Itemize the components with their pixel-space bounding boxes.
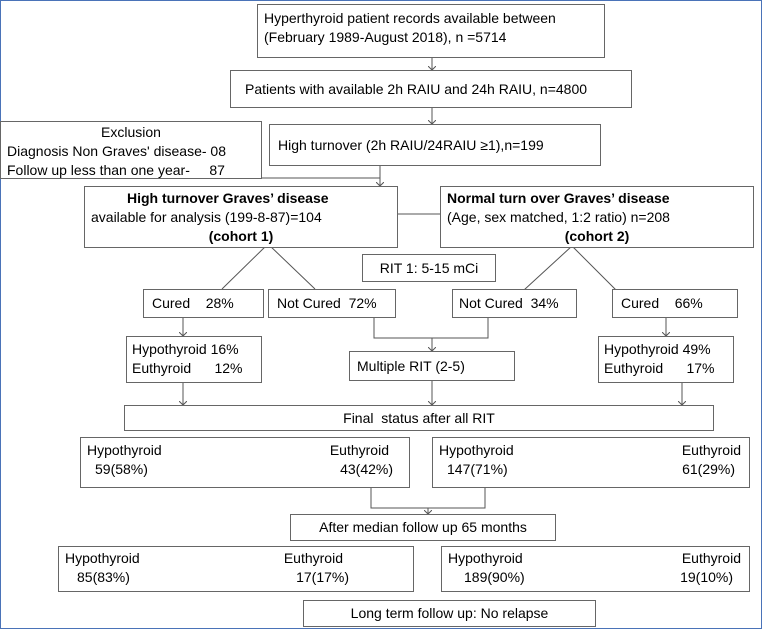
c2-longterm-eu-label: Euthyroid	[681, 550, 741, 566]
raiu-box: Patients with available 2h RAIU and 24h …	[230, 70, 632, 108]
c1-longterm-hypo-label: Hypothyroid	[65, 550, 140, 566]
multiple-rit-box: Multiple RIT (2-5)	[349, 351, 515, 381]
c1-hypothyroid-percent: Hypothyroid 16%	[132, 341, 239, 357]
c1-not-cured-text: Not Cured 72%	[277, 295, 377, 311]
exclusion-line-1: Diagnosis Non Graves' disease- 08	[7, 143, 227, 159]
c1-final-hypo-label: Hypothyroid	[87, 442, 162, 458]
cohort1-label: (cohort 1)	[208, 228, 274, 244]
c2-final-box: Hypothyroid Euthyroid 147(71%) 61(29%)	[432, 437, 750, 488]
multiple-rit-text: Multiple RIT (2-5)	[357, 358, 465, 374]
cohort1-box: High turnover Graves’ disease available …	[84, 186, 398, 248]
c2-longterm-box: Hypothyroid Euthyroid 189(90%) 19(10%)	[441, 546, 750, 592]
c2-final-eu-label: Euthyroid	[681, 442, 741, 458]
lines-cohort2-split	[523, 245, 617, 291]
c2-not-cured-box: Not Cured 34%	[452, 289, 577, 318]
c2-cured-text: Cured 66%	[621, 295, 703, 311]
c1-not-cured-box: Not Cured 72%	[268, 289, 396, 318]
bracket-final	[370, 488, 486, 509]
c1-longterm-eu-value: 17(17%)	[296, 569, 349, 585]
c1-longterm-eu-label: Euthyroid	[283, 550, 343, 566]
c1-final-hypo-value: 59(58%)	[95, 461, 148, 477]
records-line-2: (February 1989-August 2018), n =5714	[264, 29, 507, 45]
c2-final-hypo-label: Hypothyroid	[439, 442, 514, 458]
no-relapse-box: Long term follow up: No relapse	[303, 600, 596, 627]
c1-euthyroid-percent: Euthyroid 12%	[132, 360, 243, 376]
c1-longterm-hypo-value: 85(83%)	[77, 569, 130, 585]
c2-final-hypo-value: 147(71%)	[447, 461, 508, 477]
high-turnover-box: High turnover (2h RAIU/24RAIU ≥1),n=199	[269, 124, 601, 166]
c2-longterm-hypo-value: 189(90%)	[464, 569, 525, 585]
cohort2-title: Normal turn over Graves’ disease	[447, 190, 670, 206]
final-status-text: Final status after all RIT	[343, 410, 495, 426]
c1-cured-box: Cured 28%	[143, 289, 264, 318]
exclusion-title: Exclusion	[101, 124, 161, 140]
rit1-box: RIT 1: 5-15 mCi	[362, 254, 496, 282]
c2-longterm-eu-value: 19(10%)	[680, 569, 733, 585]
c1-final-eu-value: 43(42%)	[340, 461, 393, 477]
cohort1-title: High turnover Graves’ disease	[127, 190, 329, 206]
c1-longterm-box: Hypothyroid Euthyroid 85(83%) 17(17%)	[58, 546, 414, 592]
line-exclusion	[262, 177, 381, 186]
rit1-text: RIT 1: 5-15 mCi	[379, 260, 479, 276]
raiu-text: Patients with available 2h RAIU and 24h …	[245, 81, 588, 97]
cohort2-label: (cohort 2)	[564, 228, 630, 244]
bracket-not-cured	[373, 318, 489, 339]
cohort1-line-2: available for analysis (199-8-87)=104	[91, 209, 322, 225]
records-box: Hyperthyroid patient records available b…	[257, 4, 605, 58]
median-followup-text: After median follow up 65 months	[319, 519, 527, 535]
c1-cured-split-box: Hypothyroid 16% Euthyroid 12%	[126, 336, 262, 383]
c2-cured-split-box: Hypothyroid 49% Euthyroid 17%	[598, 336, 734, 383]
records-line-1: Hyperthyroid patient records available b…	[264, 10, 556, 26]
c2-hypothyroid-percent: Hypothyroid 49%	[604, 341, 711, 357]
high-turnover-text: High turnover (2h RAIU/24RAIU ≥1),n=199	[278, 137, 544, 153]
c2-final-eu-value: 61(29%)	[682, 461, 735, 477]
c1-final-box: Hypothyroid Euthyroid 59(58%) 43(42%)	[80, 437, 410, 488]
c1-final-eu-label: Euthyroid	[329, 442, 389, 458]
c2-not-cured-text: Not Cured 34%	[459, 295, 559, 311]
lines-cohort1-split	[221, 243, 316, 290]
exclusion-line-2: Follow up less than one year- 87	[7, 162, 225, 178]
c2-cured-box: Cured 66%	[612, 289, 738, 318]
c1-cured-text: Cured 28%	[152, 295, 234, 311]
final-status-box: Final status after all RIT	[124, 405, 714, 431]
exclusion-box: Exclusion Diagnosis Non Graves' disease-…	[0, 121, 262, 179]
c2-longterm-hypo-label: Hypothyroid	[448, 550, 523, 566]
cohort2-line-2: (Age, sex matched, 1:2 ratio) n=208	[447, 209, 670, 225]
cohort2-box: Normal turn over Graves’ disease (Age, s…	[440, 186, 754, 248]
c2-euthyroid-percent: Euthyroid 17%	[604, 360, 715, 376]
median-followup-box: After median follow up 65 months	[290, 514, 556, 541]
no-relapse-text: Long term follow up: No relapse	[350, 605, 549, 621]
